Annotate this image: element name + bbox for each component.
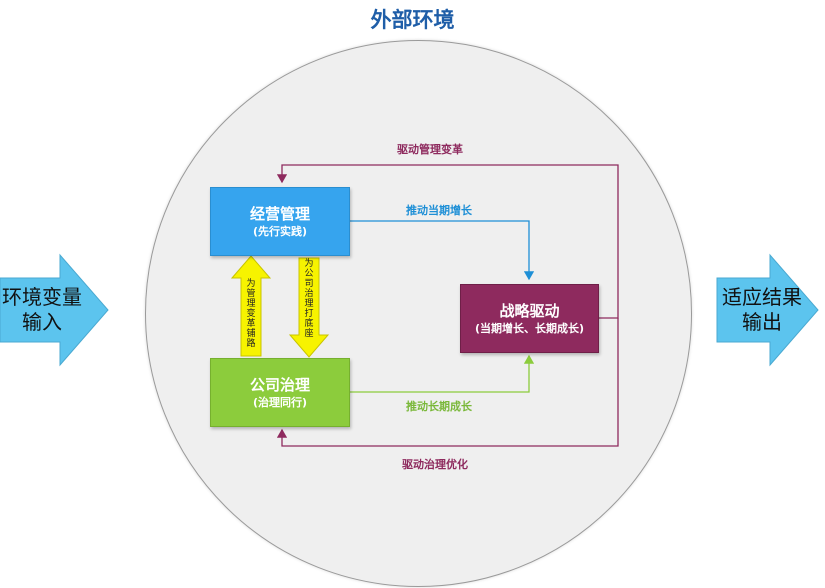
label-push-long-growth: 推动长期成长: [406, 400, 472, 413]
governance-box: 公司治理 (治理同行): [210, 358, 350, 427]
right-output-text: 适应结果输出: [722, 285, 802, 334]
governance-subtitle: (治理同行): [252, 395, 308, 409]
down-arrow-text: 为公司治理打底座: [304, 259, 314, 339]
management-box: 经营管理 (先行实践): [210, 187, 350, 256]
strategy-subtitle: (当期增长、长期成长): [474, 321, 585, 335]
diagram-title: 外部环境: [370, 8, 455, 32]
label-drive-governance-optimization: 驱动治理优化: [402, 458, 468, 471]
management-title: 经营管理: [249, 204, 310, 223]
left-input-text: 环境变量输入: [2, 285, 82, 334]
management-subtitle: (先行实践): [252, 224, 308, 238]
up-arrow-text: 为管理变革铺路: [246, 279, 256, 349]
governance-title: 公司治理: [249, 375, 310, 394]
strategy-title: 战略驱动: [499, 301, 560, 320]
label-push-current-growth: 推动当期增长: [406, 204, 472, 217]
label-drive-management-change: 驱动管理变革: [397, 143, 463, 156]
strategy-box: 战略驱动 (当期增长、长期成长): [460, 284, 599, 353]
